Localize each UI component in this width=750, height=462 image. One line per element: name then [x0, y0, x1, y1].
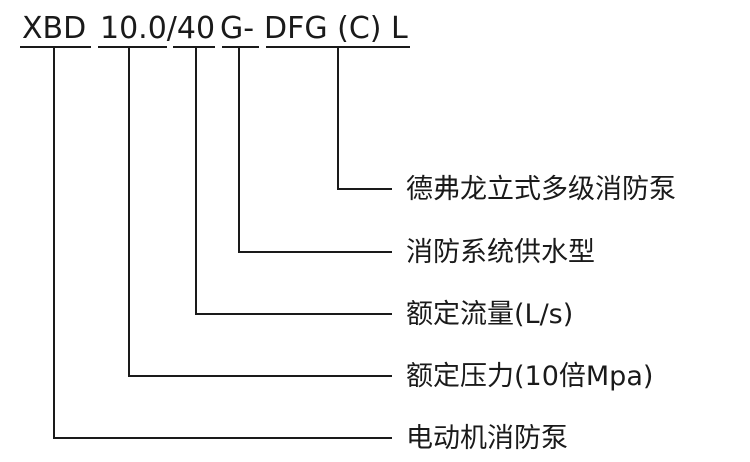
label-motor: 电动机消防泵 [406, 423, 568, 454]
label-supply: 消防系统供水型 [406, 237, 595, 268]
label-pressure: 额定压力(10倍Mpa) [406, 361, 653, 392]
connector-flow [195, 47, 392, 315]
code-segment-pressure-flow: 10.0/40 [100, 11, 215, 46]
code-segment-xbd: XBD [22, 11, 86, 46]
code-segment-supply: G- [220, 11, 254, 46]
code-segment-model: DFG (C) L [264, 11, 408, 46]
connector-model [337, 47, 392, 190]
connector-supply [238, 47, 392, 253]
connector-pressure [128, 47, 392, 377]
label-flow: 额定流量(L/s) [406, 299, 573, 330]
connector-motor [53, 47, 392, 439]
label-model: 德弗龙立式多级消防泵 [406, 174, 676, 205]
